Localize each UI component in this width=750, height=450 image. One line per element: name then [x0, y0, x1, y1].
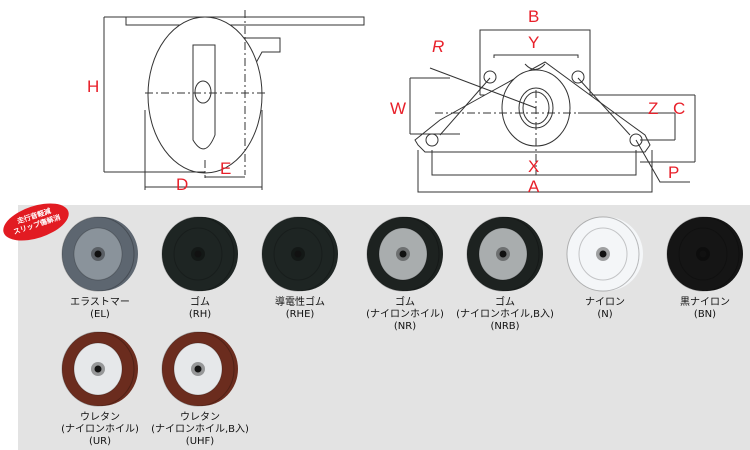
- dim-label-p: P: [668, 163, 679, 182]
- dim-label-b: B: [528, 7, 539, 26]
- wheel-code: (UR): [88, 436, 112, 447]
- wheel-item: ウレタン (ナイロンホイル,B入) (UHF): [150, 330, 250, 448]
- wheel-code: (N): [597, 309, 613, 320]
- wheel-code: (EL): [90, 309, 110, 320]
- top-view: [409, 29, 696, 193]
- wheel-name: 導電性ゴム: [275, 297, 325, 308]
- wheel-image: [261, 216, 338, 292]
- wheel-code: (NR): [393, 321, 417, 332]
- wheel-subtitle: (ナイロンホイル): [61, 424, 139, 435]
- wheel-image: [61, 216, 138, 292]
- wheel-code: (RHE): [285, 309, 315, 320]
- caster-dimension-drawing: H D E B Y R W Z C X A P: [87, 7, 696, 196]
- side-view: [103, 10, 365, 190]
- dim-label-x: X: [528, 157, 539, 176]
- wheel-name: ゴム: [190, 297, 210, 308]
- wheel-name: ゴム: [395, 297, 415, 308]
- wheel-item: ゴム (RH): [150, 215, 250, 321]
- wheel-image: [161, 331, 238, 407]
- wheel-image: [466, 216, 543, 292]
- dim-label-d: D: [176, 175, 188, 194]
- dim-label-r: R: [432, 37, 444, 56]
- wheel-item: エラストマー (EL): [50, 215, 150, 321]
- wheel-image: [566, 216, 643, 292]
- wheel-item: ゴム (ナイロンホイル) (NR): [355, 215, 455, 333]
- wheel-image: [61, 331, 138, 407]
- dim-label-c: C: [673, 99, 685, 118]
- wheel-item: ゴム (ナイロンホイル,B入) (NRB): [455, 215, 555, 333]
- wheel-code: (BN): [693, 309, 717, 320]
- wheel-code: (UHF): [185, 436, 215, 447]
- dim-label-y: Y: [528, 33, 539, 52]
- dim-label-e: E: [220, 159, 231, 178]
- wheel-name: 黒ナイロン: [680, 297, 730, 308]
- dim-label-z: Z: [648, 99, 658, 118]
- wheel-subtitle: (ナイロンホイル,B入): [151, 424, 249, 435]
- wheel-name: ナイロン: [585, 297, 625, 308]
- wheel-item: ナイロン (N): [555, 215, 655, 321]
- wheel-name: ゴム: [495, 297, 515, 308]
- dim-label-h: H: [87, 77, 99, 96]
- wheel-item: 導電性ゴム (RHE): [250, 215, 350, 321]
- dim-label-w: W: [390, 99, 406, 118]
- dim-label-a: A: [528, 177, 540, 196]
- wheel-name: ウレタン: [180, 412, 220, 423]
- wheel-image: [666, 216, 743, 292]
- wheel-image: [366, 216, 443, 292]
- wheel-image: [161, 216, 238, 292]
- wheel-name: ウレタン: [80, 412, 120, 423]
- wheel-subtitle: (ナイロンホイル,B入): [456, 309, 554, 320]
- wheel-item: ウレタン (ナイロンホイル) (UR): [50, 330, 150, 448]
- wheel-subtitle: (ナイロンホイル): [366, 309, 444, 320]
- wheel-code: (RH): [188, 309, 212, 320]
- wheel-code: (NRB): [490, 321, 520, 332]
- wheel-name: エラストマー: [70, 297, 130, 308]
- wheel-item: 黒ナイロン (BN): [655, 215, 750, 321]
